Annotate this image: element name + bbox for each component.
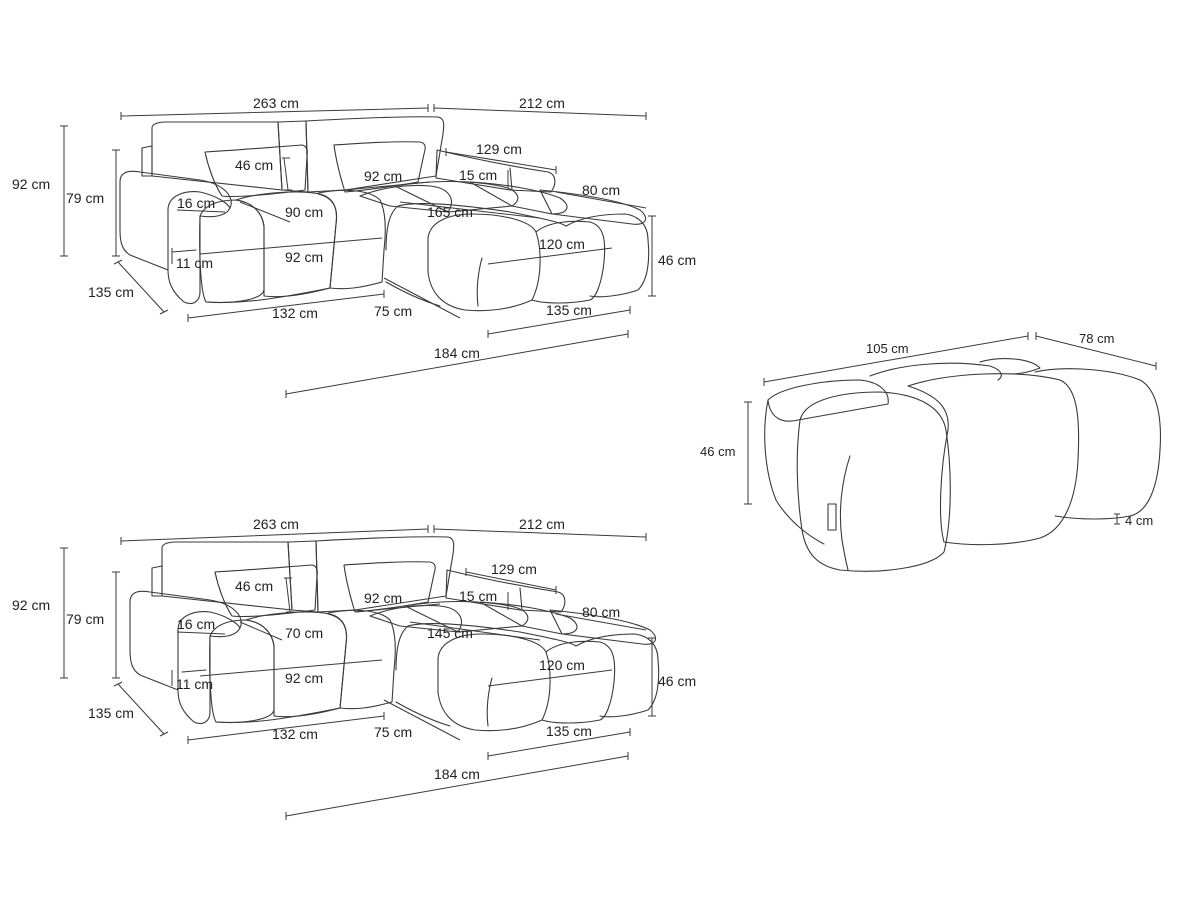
dim-armrest-width: 16 cm <box>177 616 215 632</box>
sofa-top-outline <box>119 116 650 312</box>
dim-chaise-width: 80 cm <box>582 604 620 620</box>
dim-front-width: 132 cm <box>272 305 318 321</box>
dim-armrest-height: 11 cm <box>176 255 213 271</box>
dim-corner-width: 75 cm <box>374 724 412 740</box>
dim-ottoman-height: 46 cm <box>700 444 735 459</box>
dim-height-total: 92 cm <box>12 597 50 613</box>
dim-seat-width: 92 cm <box>285 670 323 686</box>
dim-cushion-height: 46 cm <box>235 578 273 594</box>
dim-front-width: 132 cm <box>272 726 318 742</box>
ottoman-diagram: 105 cm 78 cm 46 cm 4 cm <box>700 331 1161 572</box>
dim-width-chaise: 212 cm <box>519 95 565 111</box>
dim-height-total: 92 cm <box>12 176 50 192</box>
dim-seat-inner-depth: 70 cm <box>285 625 323 641</box>
dim-total-depth: 184 cm <box>434 766 480 782</box>
dim-chaise-depth-top: 129 cm <box>491 561 537 577</box>
dim-chaise-back-height: 15 cm <box>459 167 497 183</box>
dim-chaise-depth-top: 129 cm <box>476 141 522 157</box>
dim-seat-height: 46 cm <box>658 673 696 689</box>
dim-chaise-width: 80 cm <box>582 182 620 198</box>
dim-total-depth: 184 cm <box>434 345 480 361</box>
dim-ottoman-length: 120 cm <box>539 657 585 673</box>
dim-ottoman-length: 120 cm <box>539 236 585 252</box>
dim-chaise-front: 135 cm <box>546 723 592 739</box>
dim-chaise-back-height: 15 cm <box>459 588 497 604</box>
dim-ottoman-width: 78 cm <box>1079 331 1114 346</box>
dim-ottoman-length: 105 cm <box>866 341 909 356</box>
dim-height-back: 79 cm <box>66 190 104 206</box>
dim-width-sofa: 263 cm <box>253 95 299 111</box>
dim-side-depth: 135 cm <box>88 284 134 300</box>
sofa-top-diagram: 263 cm 212 cm 92 cm 79 cm 46 cm 129 cm 9… <box>12 95 696 398</box>
dim-chaise-length: 165 cm <box>427 204 473 220</box>
dim-seat-width: 92 cm <box>285 249 323 265</box>
dim-width-chaise: 212 cm <box>519 516 565 532</box>
dim-armrest-height: 11 cm <box>176 676 213 692</box>
dim-chaise-length: 145 cm <box>427 625 473 641</box>
dim-seat-depth: 92 cm <box>364 590 402 606</box>
dim-height-back: 79 cm <box>66 611 104 627</box>
dim-ottoman-feet-height: 4 cm <box>1125 513 1153 528</box>
dim-armrest-width: 16 cm <box>177 195 215 211</box>
sofa-bottom-diagram: 263 cm 212 cm 92 cm 79 cm 46 cm 129 cm 9… <box>12 516 696 820</box>
dim-cushion-height: 46 cm <box>235 157 273 173</box>
dim-seat-height: 46 cm <box>658 252 696 268</box>
dim-side-depth: 135 cm <box>88 705 134 721</box>
dim-width-sofa: 263 cm <box>253 516 299 532</box>
dim-seat-inner-depth: 90 cm <box>285 204 323 220</box>
dim-corner-width: 75 cm <box>374 303 412 319</box>
dim-seat-depth: 92 cm <box>364 168 402 184</box>
dim-chaise-front: 135 cm <box>546 302 592 318</box>
